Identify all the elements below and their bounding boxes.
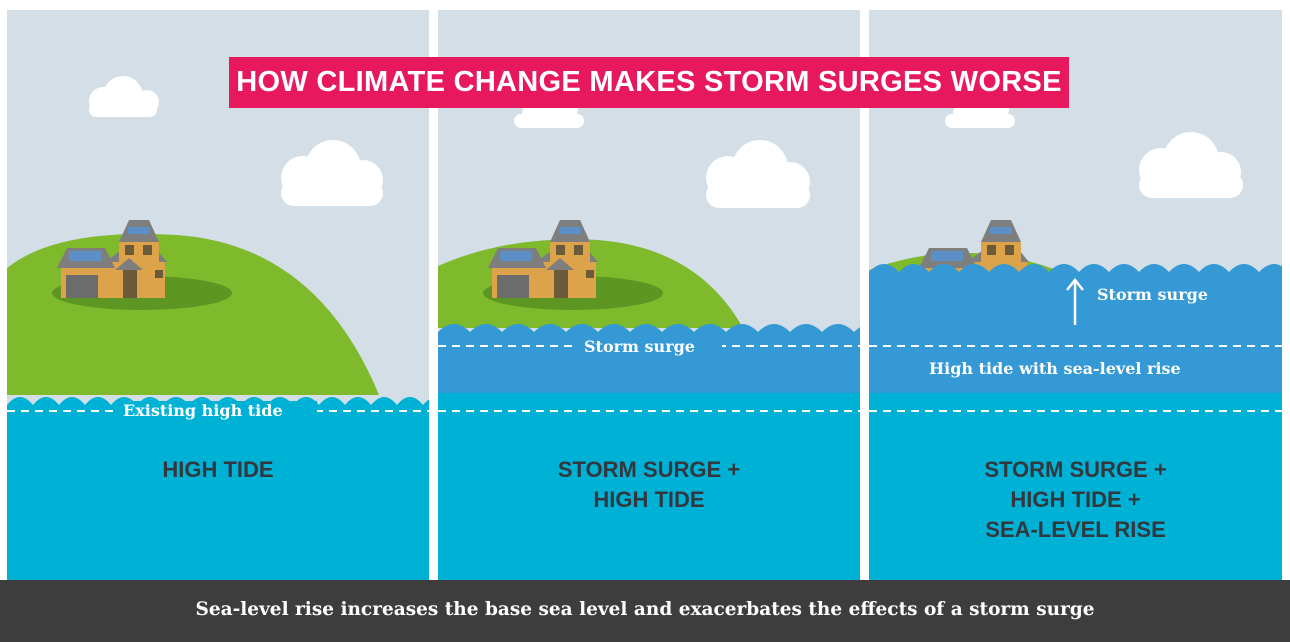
caption-line: HIGH TIDE xyxy=(162,457,274,482)
caption-line: STORM SURGE + xyxy=(984,457,1167,482)
up-arrow-icon xyxy=(1066,277,1084,325)
cloud-icon xyxy=(1139,132,1243,198)
cloud-icon xyxy=(706,140,810,208)
storm-surge-label: Storm surge xyxy=(1097,285,1208,304)
panel-caption: HIGH TIDE xyxy=(7,455,429,485)
panel-caption: STORM SURGE + HIGH TIDE xyxy=(438,455,860,515)
caption-line: HIGH TIDE xyxy=(593,487,705,512)
cloud-icon xyxy=(89,76,159,117)
house-icon xyxy=(52,220,232,310)
page-title: HOW CLIMATE CHANGE MAKES STORM SURGES WO… xyxy=(229,57,1069,108)
panel-high-tide-scene xyxy=(7,76,429,580)
panel-surge-high-tide-scene xyxy=(438,88,860,580)
sea-level-rise-label: High tide with sea-level rise xyxy=(929,359,1181,378)
existing-high-tide-label: Existing high tide xyxy=(123,401,283,420)
panel-surge-tide-slr: Storm surge High tide with sea-level ris… xyxy=(869,10,1282,580)
footer-caption: Sea-level rise increases the base sea le… xyxy=(0,580,1290,642)
caption-line: HIGH TIDE + xyxy=(1010,487,1141,512)
panel-caption: STORM SURGE + HIGH TIDE + SEA-LEVEL RISE xyxy=(869,455,1282,545)
house-icon xyxy=(483,220,663,310)
storm-surge-label: Storm surge xyxy=(584,337,695,356)
cloud-icon xyxy=(281,140,383,206)
caption-line: STORM SURGE + xyxy=(557,457,741,482)
high-tide-water xyxy=(438,393,860,580)
high-tide-water xyxy=(869,393,1282,580)
high-tide-water xyxy=(7,405,429,580)
wave-icon xyxy=(869,264,1282,280)
wave-icon xyxy=(438,324,860,340)
caption-line: SEA-LEVEL RISE xyxy=(985,517,1166,542)
